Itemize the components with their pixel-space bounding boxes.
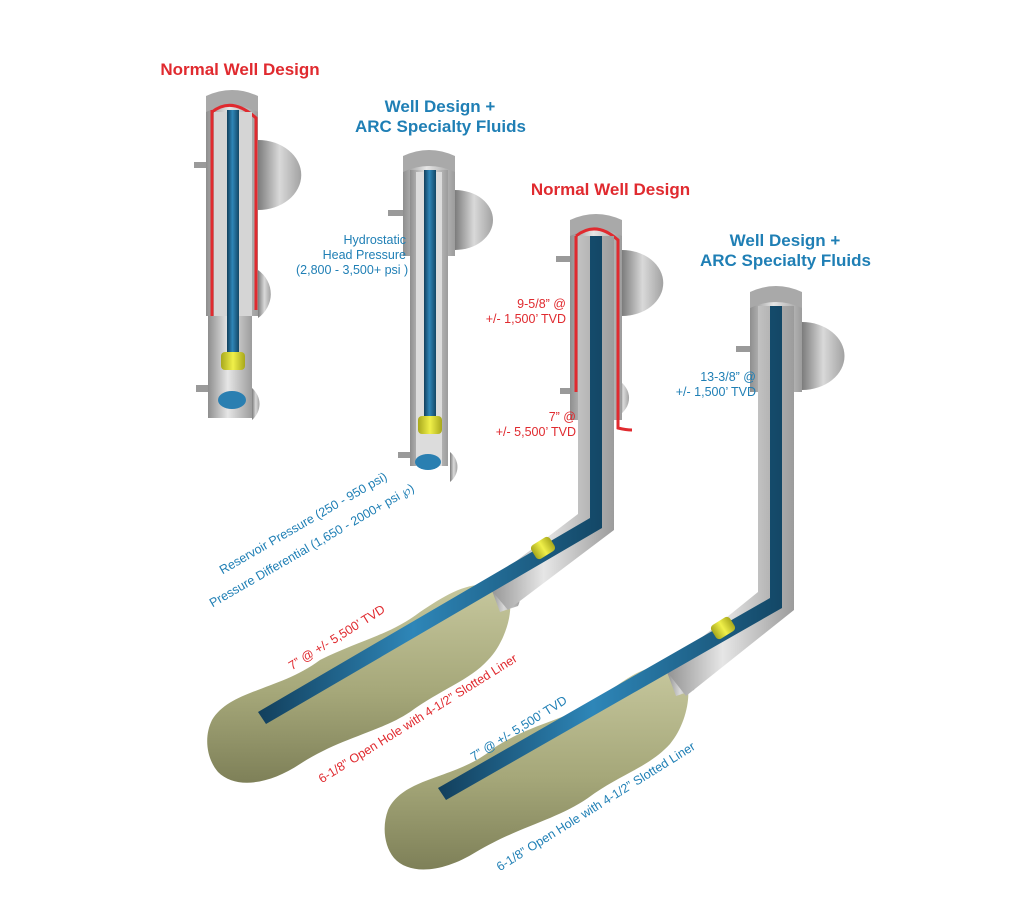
note-line: +/- 1,500’ TVD [675, 384, 756, 399]
note-line: 13-3/8” @ [700, 370, 756, 384]
cement-red [574, 227, 633, 432]
casing-collar [252, 388, 260, 420]
note-line: 7” @ [548, 410, 576, 424]
tubing [424, 170, 436, 430]
note-line: +/- 5,500’ TVD [495, 424, 576, 439]
cement-red [210, 103, 258, 316]
packer [710, 616, 736, 640]
casing-collar [450, 452, 458, 482]
title-line: Well Design + [729, 231, 841, 250]
casing-collar [258, 270, 271, 318]
title-line: ARC Specialty Fluids [700, 251, 871, 271]
casing-collar [455, 190, 493, 250]
note-line: Hydrostatic [343, 233, 406, 247]
title-line: ARC Specialty Fluids [355, 117, 526, 137]
well-2-title: Well Design + ARC Specialty Fluids [355, 97, 526, 137]
well-3-title: Normal Well Design [530, 180, 691, 199]
note-line: (2,800 - 3,500+ psi ) [296, 262, 409, 277]
l-tubing [258, 236, 602, 724]
well-3-horizontal [207, 214, 664, 783]
casing-top [750, 286, 802, 308]
bottom-plug [218, 391, 246, 409]
formation-zone [207, 584, 511, 783]
packer [530, 536, 556, 560]
casing-shelf [196, 385, 210, 392]
well-2-vertical [388, 150, 493, 482]
casing-9-5-8-label: 9-5/8” @ +/- 1,500’ TVD [466, 297, 566, 327]
l-casing [664, 306, 794, 696]
well-4-horizontal [384, 286, 845, 870]
casing-shelf [556, 256, 572, 262]
tubing [227, 110, 239, 360]
casing-shelf [388, 210, 405, 216]
well-1-title: Normal Well Design [160, 60, 320, 79]
well-1-vertical [194, 90, 302, 420]
casing-collar [802, 322, 845, 390]
note-line: +/- 1,500’ TVD [485, 311, 566, 326]
note-line: 9-5/8” @ [517, 297, 566, 311]
title-line: Well Design + [384, 97, 496, 116]
casing-collar [622, 250, 664, 316]
bottom-plug [415, 454, 441, 470]
packer [221, 352, 245, 370]
formation-zone [384, 666, 689, 870]
note-line: Head Pressure [322, 247, 406, 262]
packer [418, 416, 442, 434]
casing-shelf [736, 346, 752, 352]
casing-shelf [398, 452, 410, 458]
hydrostatic-label: Hydrostatic Head Pressure (2,800 - 3,500… [296, 233, 409, 277]
well-4-title: Well Design + ARC Specialty Fluids [700, 231, 871, 271]
casing-top [403, 150, 455, 172]
casing-collar [258, 140, 302, 210]
casing-7-label: 7” @ +/- 5,500’ TVD [476, 410, 576, 440]
casing-13-3-8-label: 13-3/8” @ +/- 1,500’ TVD [652, 370, 756, 400]
l-tubing [438, 306, 782, 800]
l-casing [486, 236, 614, 610]
